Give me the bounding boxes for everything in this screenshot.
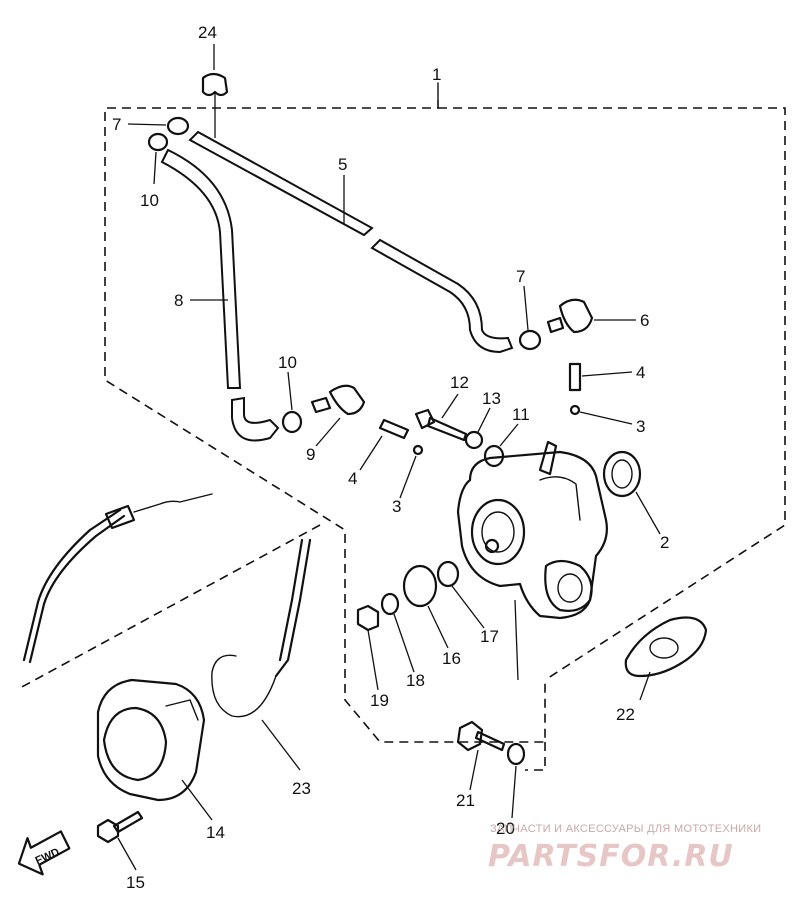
mounting-bolt-part-21 (456, 720, 526, 819)
callout-5: 5 (338, 155, 347, 174)
forward-direction-arrow: FWD (17, 830, 71, 876)
check-valve-springs (359, 362, 633, 499)
callout-15: 17 (480, 627, 499, 646)
callout-17: 19 (370, 691, 389, 710)
callout-12: 12 (450, 373, 469, 392)
callout-18: 14 (206, 823, 225, 842)
callout-14: 16 (442, 649, 461, 668)
gasket-part-20 (624, 616, 708, 701)
callout-9: 9 (306, 445, 315, 464)
callout-1: 1 (432, 65, 441, 84)
bleed-bolt-set (414, 393, 519, 468)
callout-7-top: 7 (112, 115, 121, 134)
throttle-cable (22, 493, 213, 664)
pump-cover-part-18 (96, 678, 213, 821)
callout-24: 24 (198, 23, 217, 42)
callout-19: 15 (126, 873, 145, 892)
callout-3-right: 3 (636, 417, 645, 436)
fwd-label: FWD (34, 846, 62, 867)
banjo-fitting-part-9 (281, 371, 366, 447)
callout-6: 6 (640, 311, 649, 330)
hose-clamp-part-24 (201, 44, 229, 97)
assembly-boundary (19, 82, 786, 771)
hose-clip-top (127, 116, 190, 185)
callout-10-top: 10 (140, 191, 159, 210)
callout-labels: 24 1 7 10 5 7 6 8 10 4 12 13 11 3 9 4 3 … (112, 23, 669, 892)
callout-7-right: 7 (516, 267, 525, 286)
pump-cable-part-23 (211, 538, 312, 771)
callout-11: 11 (512, 405, 530, 424)
callout-4-left: 4 (348, 469, 357, 488)
cover-screw-part-19 (96, 810, 144, 871)
callout-22: 20 (496, 819, 515, 838)
callout-10-lower: 10 (278, 353, 297, 372)
callout-20: 22 (616, 705, 635, 724)
callout-21: 21 (456, 791, 475, 810)
delivery-hose-part-5 (188, 92, 514, 354)
callout-16: 18 (406, 671, 425, 690)
banjo-fitting-part-6 (518, 285, 636, 351)
callout-23: 23 (292, 779, 311, 798)
suction-hose-part-8 (160, 148, 280, 442)
callout-13: 13 (482, 389, 501, 408)
callout-2: 2 (660, 533, 669, 552)
pulley-and-nut-set (356, 560, 485, 691)
watermark-subtitle: ЗАПЧАСТИ И АКСЕССУАРЫ ДЛЯ МОТОТЕХНИКИ (490, 823, 761, 835)
oil-seal-part-2 (602, 450, 661, 535)
callout-3-left: 3 (392, 497, 401, 516)
oil-pump-body (456, 440, 608, 681)
callout-8: 8 (174, 291, 183, 310)
watermark: ЗАПЧАСТИ И АКСЕССУАРЫ ДЛЯ МОТОТЕХНИКИ PA… (488, 823, 761, 874)
watermark-brand: PARTSFOR.RU (488, 839, 734, 874)
callout-4-right: 4 (636, 363, 645, 382)
